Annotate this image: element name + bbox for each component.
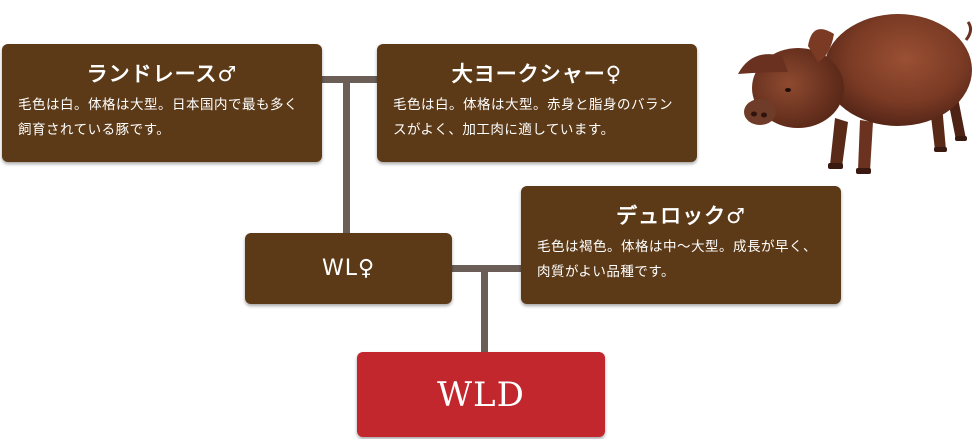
landrace-description: 毛色は白。体格は大型。日本国内で最も多く飼育されている豚です。 (18, 97, 298, 138)
duroc-title: デュロック♂ (616, 204, 746, 228)
duroc-box: デュロック♂ 毛色は褐色。体格は中～大型。成長が早く、肉質がよい品種です。 (521, 186, 841, 304)
connector-vertical-to-wl (343, 76, 350, 234)
pig-photo-icon (738, 14, 973, 174)
wl-box: WL♀ (245, 233, 452, 304)
wl-label: WL♀ (321, 256, 376, 281)
yorkshire-title: 大ヨークシャー♀ (451, 62, 623, 86)
duroc-description: 毛色は褐色。体格は中～大型。成長が早く、肉質がよい品種です。 (537, 239, 817, 280)
yorkshire-box: 大ヨークシャー♀ 毛色は白。体格は大型。赤身と脂身のバランスがよく、加工肉に適し… (377, 44, 697, 162)
landrace-title: ランドレース♂ (86, 62, 238, 86)
connector-vertical-to-wld (481, 265, 488, 353)
connector-landrace-yorkshire (322, 76, 378, 83)
landrace-box: ランドレース♂ 毛色は白。体格は大型。日本国内で最も多く飼育されている豚です。 (2, 44, 322, 162)
wld-box: WLD (357, 352, 605, 437)
wld-label: WLD (437, 374, 525, 415)
yorkshire-description: 毛色は白。体格は大型。赤身と脂身のバランスがよく、加工肉に適しています。 (393, 97, 673, 138)
